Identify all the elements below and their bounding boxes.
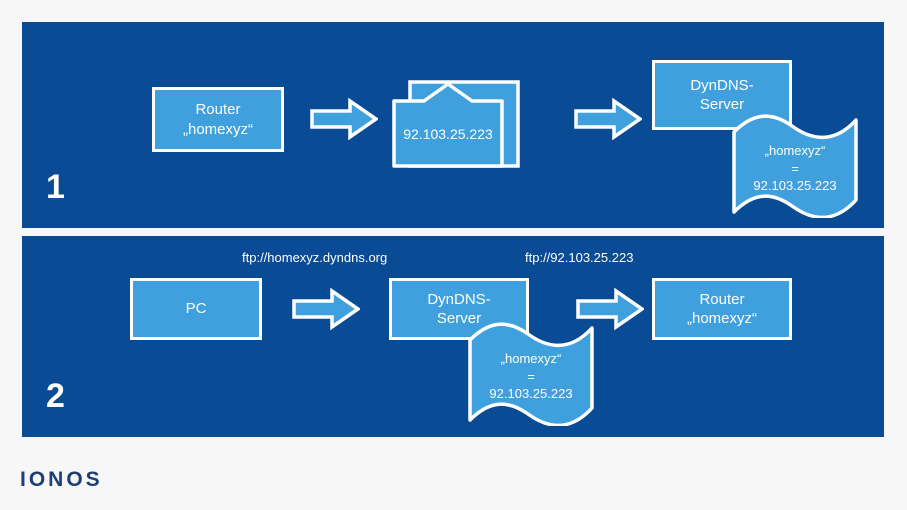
dns-record-flag-label-p1: „homexyz“ = 92.103.25.223 [753,143,837,194]
dns-record-flag-label-p2: „homexyz“ = 92.103.25.223 [489,351,573,402]
dns-record-flag-p2: „homexyz“ = 92.103.25.223 [464,322,598,426]
node-pc: PC [130,278,262,340]
node-dyndns-server-p1: DynDNS- Server [652,60,792,130]
dns-record-flag-p1: „homexyz“ = 92.103.25.223 [728,114,862,218]
panel-step-2: 2 ftp://homexyz.dyndns.org ftp://92.103.… [22,236,884,437]
node-router-p2: Router „homexyz“ [652,278,792,340]
arrow-router-to-ip [310,98,378,140]
ip-document-stack: 92.103.25.223 [390,60,526,170]
step-number-1: 1 [46,168,65,206]
panel-step-1: 1 Router „homexyz“ 92.103.25.223 DynDNS-… [22,22,884,228]
arrow-ip-to-dyndns [574,98,642,140]
step-number-2: 2 [46,377,65,415]
arrow-dyndns-to-router [576,288,644,330]
caption-request-url: ftp://homexyz.dyndns.org [242,250,388,265]
arrow-pc-to-dyndns [292,288,360,330]
ip-document-label: 92.103.25.223 [403,126,493,142]
caption-resolved-url: ftp://92.103.25.223 [525,250,634,265]
ionos-logo: IONOS [20,468,103,491]
node-router-p1: Router „homexyz“ [152,87,284,152]
